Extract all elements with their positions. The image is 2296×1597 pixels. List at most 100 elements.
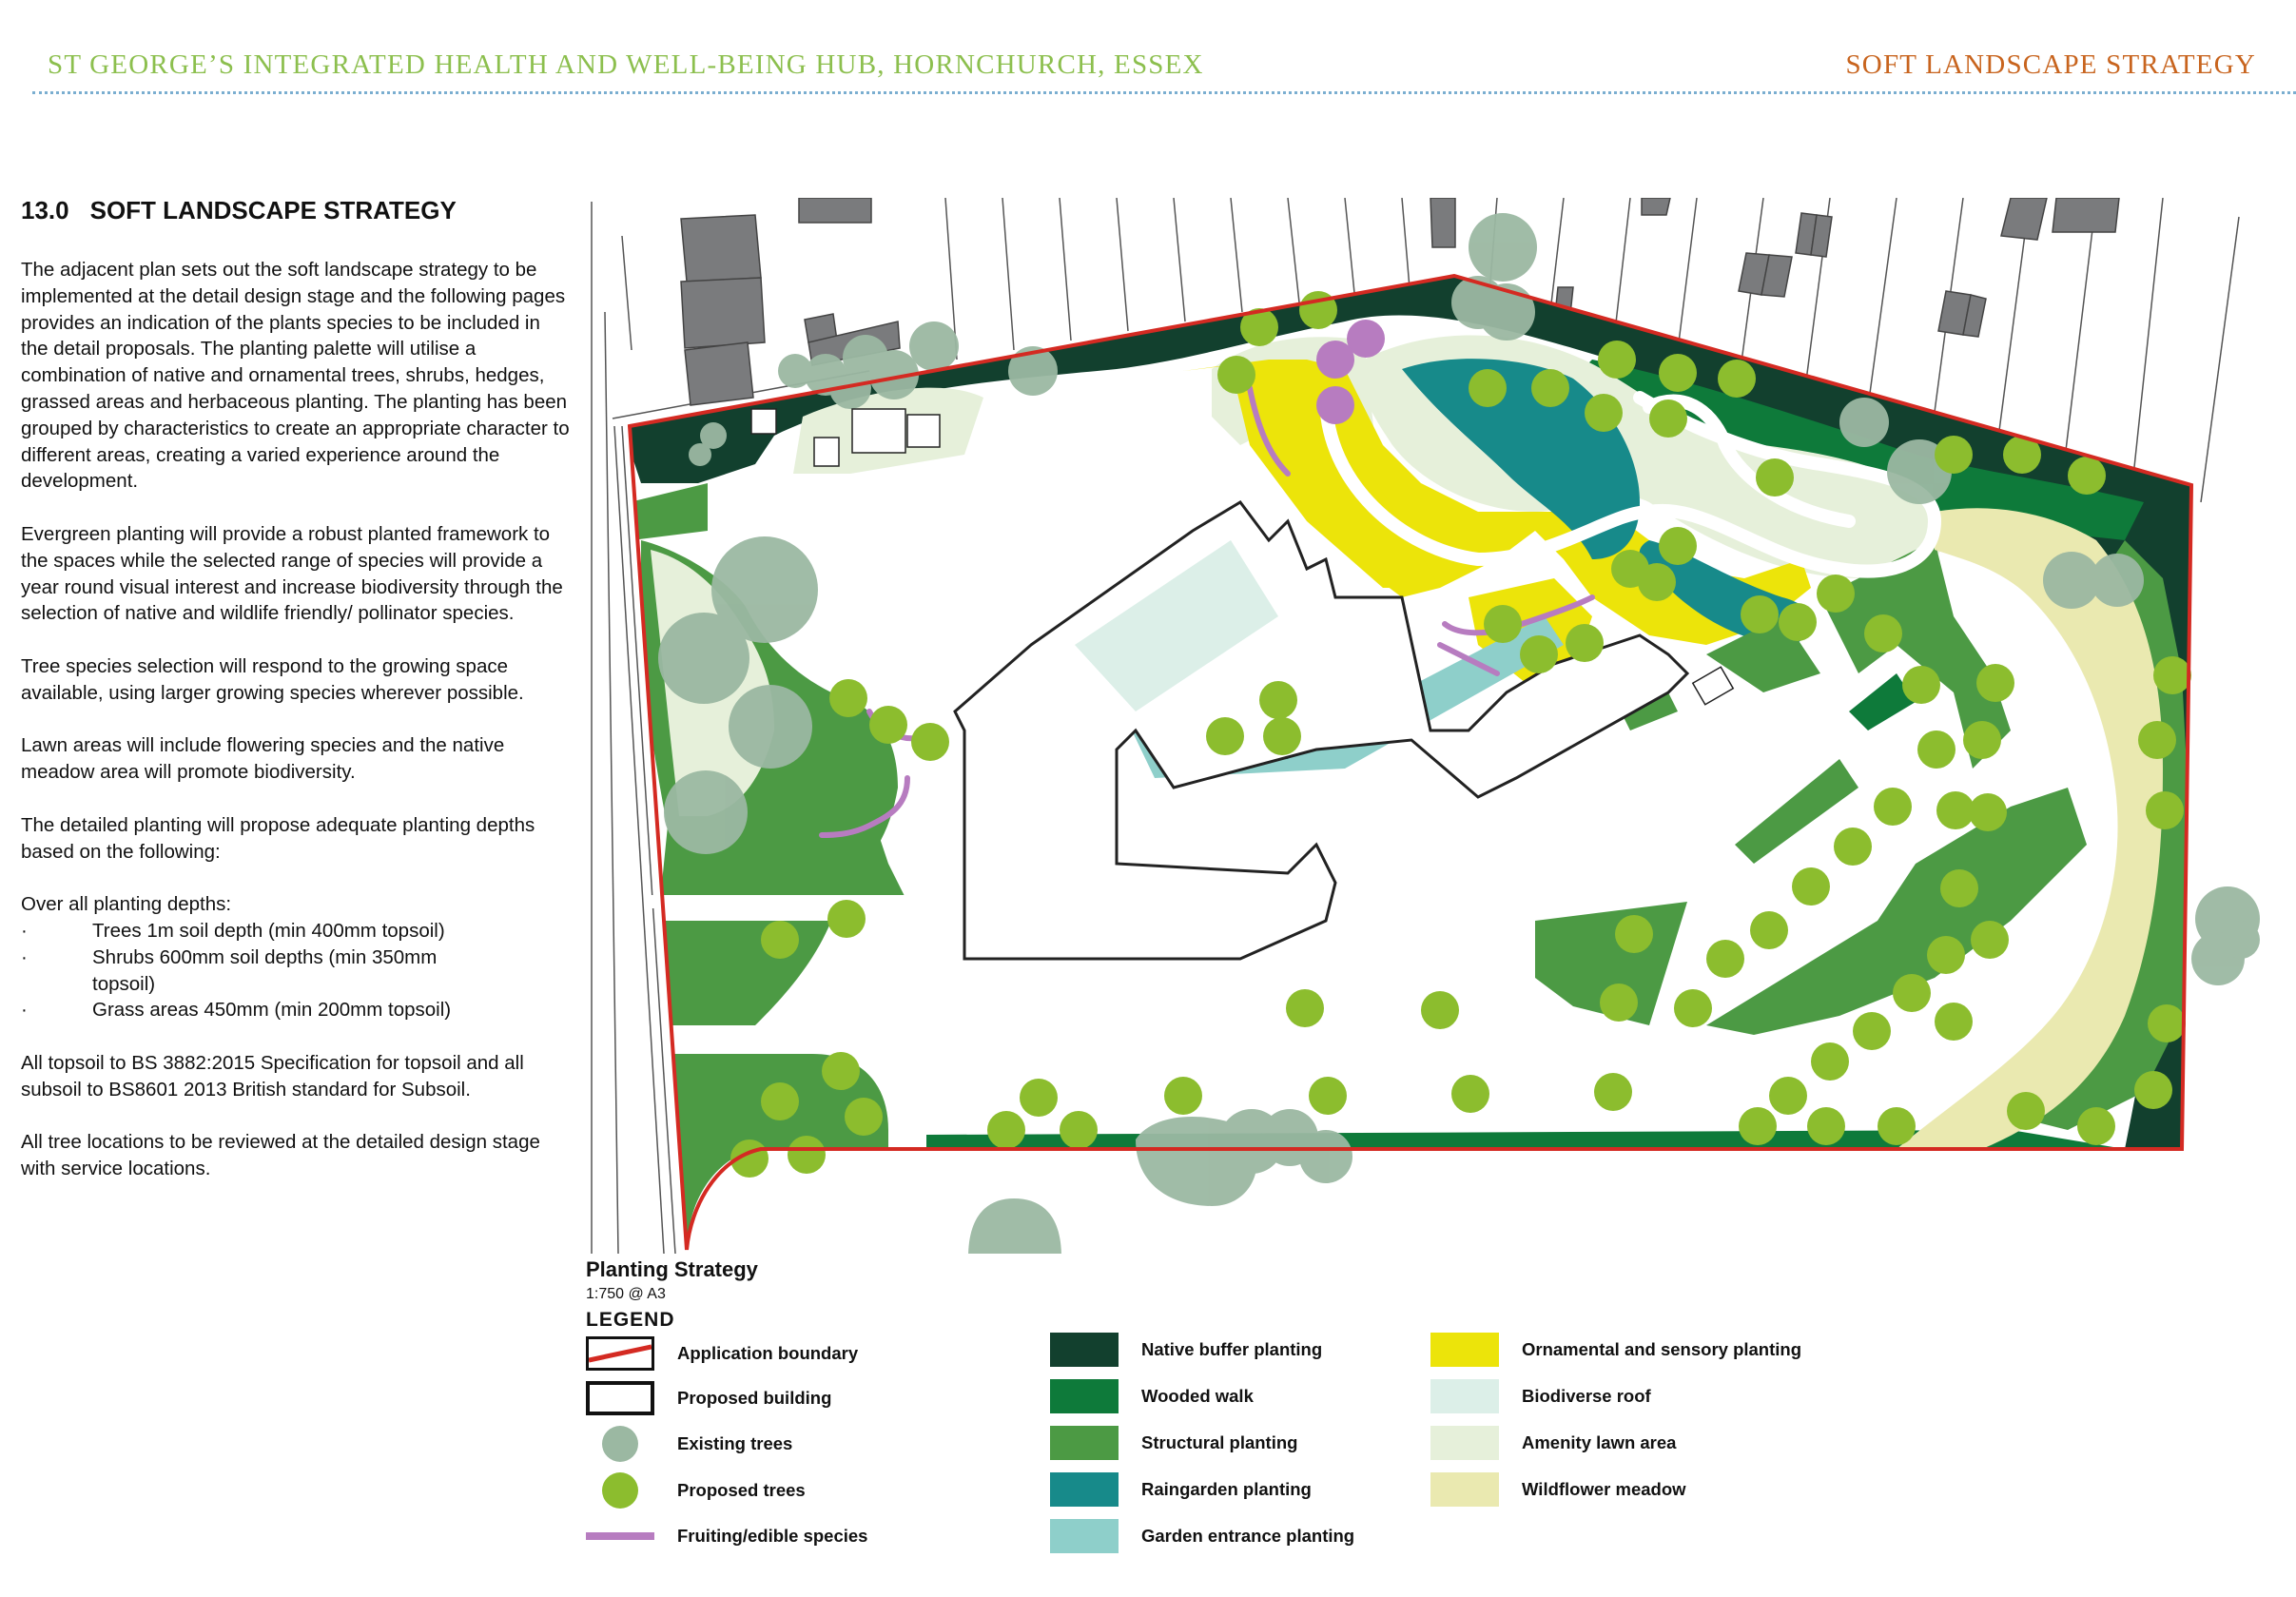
proposed-tree (1940, 869, 1978, 907)
existing-tree (1478, 283, 1535, 341)
proposed-tree (1769, 1077, 1807, 1115)
legend-label: Proposed building (677, 1388, 832, 1408)
paragraph: The adjacent plan sets out the soft land… (21, 259, 570, 493)
proposed-tree (1020, 1079, 1058, 1117)
legend-label: Garden entrance planting (1141, 1526, 1355, 1546)
structural-planting (1706, 788, 2087, 1035)
legend-item: Native buffer planting (1050, 1333, 1322, 1367)
wildflower-meadow-swatch (1430, 1472, 1499, 1507)
proposed-tree (1421, 991, 1459, 1029)
structural-planting (1820, 540, 2011, 769)
proposed-tree (1936, 791, 1975, 829)
proposed-tree (1718, 360, 1756, 398)
proposed-tree (1756, 458, 1794, 497)
paragraph: Lawn areas will include flowering specie… (21, 734, 505, 784)
structural-planting (630, 483, 708, 540)
raingarden-swatch (1050, 1472, 1119, 1507)
proposed-tree (1594, 1073, 1632, 1111)
proposed-tree (2148, 1004, 2186, 1042)
existing-tree (968, 1198, 1061, 1254)
proposed-tree (1792, 867, 1830, 906)
structural-planting-swatch (1050, 1426, 1119, 1460)
planting-depths: Over all planting depths: ·Trees 1m soil… (21, 891, 573, 1023)
proposed-tree (1935, 1003, 1973, 1041)
existing-tree (729, 685, 812, 769)
legend-item: Amenity lawn area (1430, 1426, 1676, 1460)
existing-tree (700, 422, 727, 449)
legend-item: Application boundary (586, 1336, 858, 1371)
neighbouring-buildings (680, 198, 2120, 406)
proposed-trees (730, 291, 2191, 1178)
proposed-tree (827, 900, 866, 938)
existing-tree (1299, 1130, 1352, 1183)
legend-label: Structural planting (1141, 1432, 1298, 1452)
legend-item: Fruiting/edible species (586, 1519, 867, 1553)
proposed-tree (761, 921, 799, 959)
proposed-tree (1615, 915, 1653, 953)
proposed-tree (829, 679, 867, 717)
proposed-tree (2134, 1071, 2172, 1109)
depth-text: Shrubs 600mm soil depths (min 350mm tops… (92, 945, 438, 995)
legend-label: Application boundary (677, 1343, 859, 1363)
proposed-tree (1706, 940, 1744, 978)
ornamental-sensory-swatch (1430, 1333, 1499, 1367)
proposed-tree (1853, 1012, 1891, 1050)
legend-item: Ornamental and sensory planting (1430, 1333, 1801, 1367)
proposed-tree (1902, 666, 1940, 704)
proposed-tree (2077, 1107, 2115, 1145)
legend-item: Garden entrance planting (1050, 1519, 1354, 1553)
wooded-walk (1564, 360, 2144, 540)
proposed-tree (2003, 436, 2041, 474)
proposed-tree (1531, 369, 1569, 407)
proposed-tree (2007, 1092, 2045, 1130)
plan-scale: 1:750 @ A3 (586, 1286, 666, 1302)
proposed-tree (911, 723, 949, 761)
proposed-tree (1927, 936, 1965, 974)
proposed-tree (2153, 656, 2191, 694)
existing-trees (658, 213, 2260, 1254)
wildflower-meadow (1897, 508, 2163, 1149)
legend-label: Amenity lawn area (1522, 1432, 1677, 1452)
paragraph: All tree locations to be reviewed at the… (21, 1131, 540, 1180)
proposed-tree (1741, 595, 1779, 633)
legend-item: Existing trees (586, 1426, 793, 1462)
application-boundary (627, 273, 2194, 1251)
proposed-tree (1817, 575, 1855, 613)
existing-tree (2091, 554, 2144, 607)
fruiting-tree (1316, 341, 1354, 379)
proposed-tree (1259, 681, 1297, 719)
document-title: ST GEORGE’S INTEGRATED HEALTH AND WELL-B… (48, 49, 1204, 80)
context-linework (591, 198, 2240, 1254)
native-buffer-swatch (1050, 1333, 1119, 1367)
proposed-tree (1779, 603, 1817, 641)
proposed-tree (1659, 527, 1697, 565)
existing-tree (2222, 921, 2260, 959)
proposed-tree (1976, 664, 2014, 702)
body-text: The adjacent plan sets out the soft land… (21, 257, 573, 1209)
proposed-tree (1164, 1077, 1202, 1115)
proposed-tree (822, 1052, 860, 1090)
planting-strategy-plan (591, 198, 2260, 1254)
existing-tree (711, 536, 818, 643)
wooded-walk-swatch (1050, 1379, 1119, 1413)
legend-label: Native buffer planting (1141, 1339, 1323, 1359)
proposed-tree (1217, 356, 1255, 394)
fruiting-tree (1316, 386, 1354, 424)
existing-tree (869, 350, 919, 399)
proposed-tree (1811, 1042, 1849, 1081)
proposed-tree (1807, 1107, 1845, 1145)
legend-item: Proposed building (586, 1381, 831, 1415)
paragraph: All topsoil to BS 3882:2015 Specificatio… (21, 1051, 524, 1100)
proposed-tree (761, 1082, 799, 1120)
depth-item: ·Shrubs 600mm soil depths (min 350mm top… (21, 945, 573, 998)
legend-label: Proposed trees (677, 1480, 806, 1500)
biodiverse-roof (1075, 540, 1278, 711)
proposed-tree (1469, 369, 1507, 407)
proposed-tree (1878, 1107, 1916, 1145)
legend-label: Existing trees (677, 1433, 793, 1453)
existing-tree (689, 443, 711, 466)
existing-tree (909, 321, 959, 371)
proposed-tree-swatch (586, 1472, 654, 1509)
depth-item: ·Grass areas 450mm (min 200mm topsoil) (21, 997, 573, 1023)
